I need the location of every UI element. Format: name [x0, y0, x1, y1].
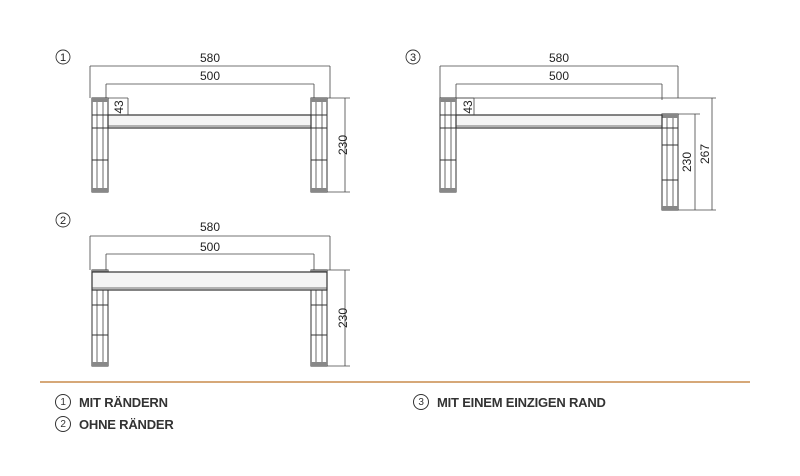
- beam: [107, 114, 312, 129]
- leg-cap: [440, 98, 456, 102]
- dimension-beam-offset: 43: [461, 100, 475, 114]
- dimension-outer-width: 580: [549, 51, 569, 65]
- dimension-outer-width: 580: [200, 220, 220, 234]
- leg-foot: [311, 362, 327, 366]
- leg-foot: [311, 188, 327, 192]
- number-badge: 3: [405, 49, 421, 65]
- number-badge: 2: [55, 212, 71, 228]
- number-badge: 2: [55, 416, 71, 432]
- legend-item-2: 2 OHNE RÄNDER: [55, 416, 174, 432]
- leg: [439, 97, 457, 193]
- leg-cap: [92, 98, 108, 102]
- legend-label: MIT EINEM EINZIGEN RAND: [437, 394, 606, 410]
- leg: [310, 97, 328, 193]
- beam: [91, 271, 328, 291]
- leg-foot: [440, 188, 456, 192]
- leg-cap: [311, 98, 327, 102]
- legend-item-1: 1 MIT RÄNDERN: [55, 394, 168, 410]
- dimension-outer-width: 580: [200, 51, 220, 65]
- diagram-2: 2 580 500 230: [55, 212, 350, 367]
- number-badge: 1: [55, 394, 71, 410]
- separator-line: [40, 381, 750, 383]
- dimension-height: 230: [336, 135, 350, 155]
- number-badge: 3: [413, 394, 429, 410]
- legend-label: OHNE RÄNDER: [79, 416, 174, 432]
- leg: [91, 97, 109, 193]
- leg-foot: [92, 188, 108, 192]
- dimension-height: 230: [680, 152, 694, 172]
- dimension-inner-width: 500: [200, 69, 220, 83]
- leg-cap: [662, 114, 678, 118]
- dimension-height: 230: [336, 308, 350, 328]
- legend-label: MIT RÄNDERN: [79, 394, 168, 410]
- svg-text:2: 2: [60, 215, 66, 227]
- legend-item-3: 3 MIT EINEM EINZIGEN RAND: [413, 394, 606, 410]
- leg-foot: [662, 206, 678, 210]
- leg-foot: [92, 362, 108, 366]
- diagram-3: 3 580 500 43 230 267: [405, 49, 716, 211]
- svg-text:1: 1: [60, 52, 66, 64]
- dimension-inner-width: 500: [549, 69, 569, 83]
- diagram-1: 1 580 500 43 230: [55, 49, 350, 193]
- dimension-beam-offset: 43: [112, 100, 126, 114]
- beam: [455, 114, 663, 129]
- number-badge: 1: [55, 49, 71, 65]
- dimension-inner-width: 500: [200, 240, 220, 254]
- dimension-total-height: 267: [698, 144, 712, 164]
- svg-text:3: 3: [410, 52, 416, 64]
